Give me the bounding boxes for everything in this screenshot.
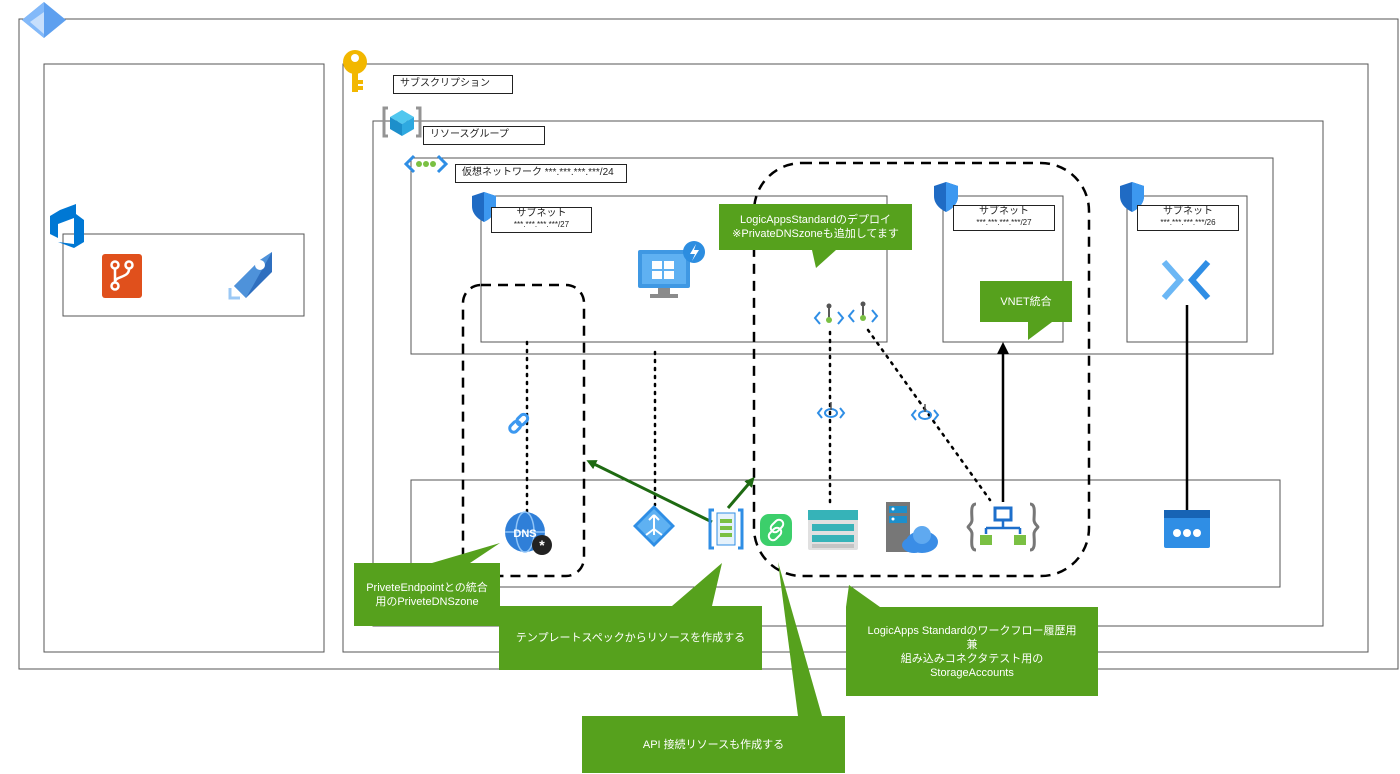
azure-pipelines-icon (228, 252, 272, 300)
callout-tail-storage (846, 585, 880, 607)
callout-storage-accounts: LogicApps Standardのワークフロー履歴用 兼 組み込みコネクタテ… (846, 607, 1098, 696)
callout-logicapps-deploy: LogicAppsStandardのデプロイ ※PrivateDNSzoneも追… (719, 204, 912, 250)
subnet-title: サブネット (516, 208, 567, 219)
subnet-title: サブネット (1163, 206, 1213, 217)
api-connection-icon (760, 514, 792, 546)
resource-group-icon (382, 106, 422, 138)
storage-account-icon (808, 510, 858, 550)
vnet-container (410, 157, 1274, 355)
resource-group-label: リソースグループ (423, 126, 545, 145)
shield-icon (934, 182, 958, 212)
azure-repos-icon (102, 254, 142, 298)
subscription-label: サブスクリプション (393, 75, 513, 94)
subnet-label-3: サブネット ***.***.***.***/26 (1137, 205, 1239, 231)
virtual-machine-icon (638, 241, 705, 298)
callout-tail-api (778, 562, 822, 716)
callout-tail-dns (432, 543, 500, 563)
callout-api-connection: API 接続リソースも作成する (582, 716, 845, 773)
callout-template-spec: テンプレートスペックからリソースを作成する (499, 606, 762, 670)
vnet-icon (403, 154, 449, 174)
key-icon (343, 50, 367, 92)
subnet-cidr: ***.***.***.***/27 (513, 220, 570, 229)
callout-tail-logicapps (812, 250, 836, 268)
devops-project-box (62, 233, 305, 317)
subnet-label-2: サブネット ***.***.***.***/27 (953, 205, 1055, 231)
logic-app-icon (966, 502, 1040, 552)
devops-container (43, 63, 325, 653)
resources-row-box (410, 479, 1281, 588)
private-endpoint-icon (847, 301, 879, 323)
subnet-title: サブネット (979, 206, 1029, 217)
vnet-label: 仮想ネットワーク ***.***.***.***/24 (455, 164, 627, 183)
network-interface-icon (1164, 510, 1210, 548)
bastion-icon (1161, 260, 1211, 300)
svg-text:DNS: DNS (513, 528, 536, 540)
subnet-label-1: サブネット ***.***.***.***/27 (491, 207, 592, 233)
link-icon (508, 412, 530, 434)
private-link-icon (816, 402, 846, 419)
subnet-cidr: ***.***.***.***/27 (976, 218, 1032, 227)
template-arrow-left (586, 460, 713, 524)
dotted-line-pe2 (866, 328, 992, 502)
template-arrow-right (726, 476, 755, 509)
callout-private-dns: PriveteEndpointとの統合 用のPriveteDNSzone (354, 563, 500, 626)
resource-group-container (372, 120, 1324, 627)
logicapps-dashed-group (752, 161, 1091, 578)
callout-tail-vnet (1028, 322, 1052, 340)
subnet-box-1 (480, 195, 888, 343)
azure-ad-icon (22, 2, 66, 38)
callout-tail-template (672, 563, 722, 606)
subnet-cidr: ***.***.***.***/26 (1160, 218, 1216, 227)
nat-gateway-icon (633, 505, 675, 547)
dns-zone-icon: DNS * (505, 511, 552, 555)
dns-dashed-group (461, 283, 586, 578)
azure-devops-icon (50, 204, 84, 248)
app-service-plan-icon (886, 502, 938, 553)
template-spec-icon (708, 508, 744, 550)
private-endpoint-icon (813, 303, 845, 325)
shield-icon (1120, 182, 1144, 212)
callout-vnet-integration: VNET統合 (980, 281, 1072, 322)
svg-text:*: * (539, 537, 545, 553)
private-link-icon (910, 404, 940, 421)
tenant-container (18, 18, 1399, 670)
